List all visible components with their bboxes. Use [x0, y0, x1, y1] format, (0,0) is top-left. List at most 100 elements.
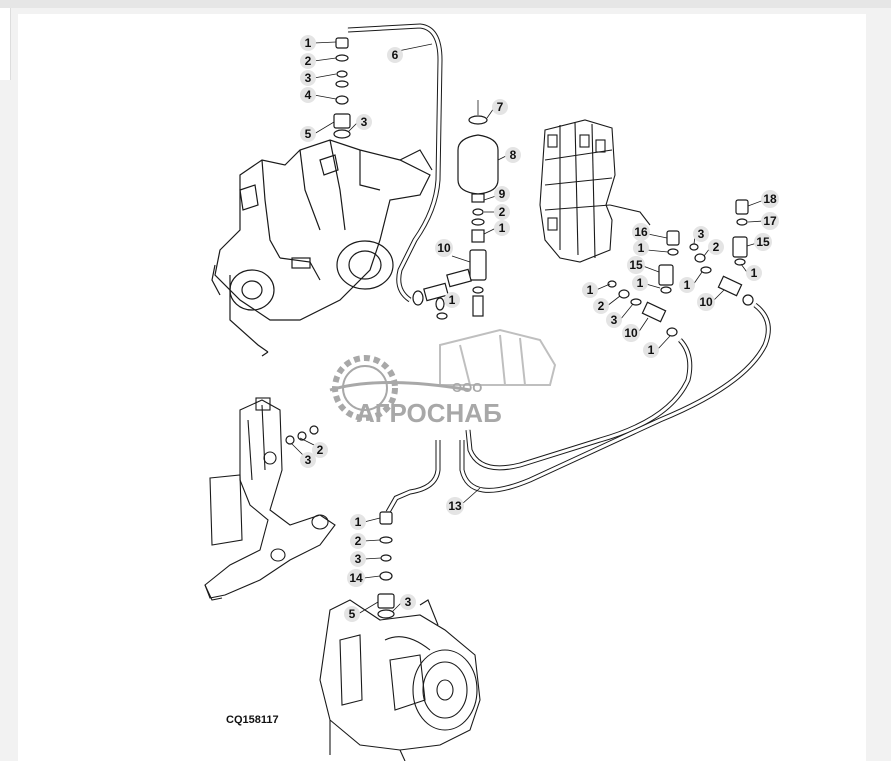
callout-label: 18: [763, 192, 777, 206]
callout-label: 1: [648, 343, 655, 357]
callout-label: 5: [305, 127, 312, 141]
callout-label: 1: [751, 266, 758, 280]
callout-label: 4: [305, 88, 312, 102]
callout-6: 6: [387, 47, 403, 63]
accumulator: [457, 100, 499, 317]
callout-label: 10: [624, 326, 638, 340]
callout-label: 2: [713, 240, 720, 254]
top-strip: [0, 0, 891, 8]
watermark-brand: АГРОСНАБ: [356, 398, 502, 428]
callout-label: 1: [449, 293, 456, 307]
fitting-stack-upper: [333, 37, 351, 139]
callout-10: 10: [435, 239, 453, 257]
callout-label: 8: [510, 148, 517, 162]
callout-2: 2: [494, 204, 510, 220]
callout-circle: [593, 298, 609, 314]
callout-label: 15: [756, 235, 770, 249]
callout-3: 3: [300, 70, 316, 86]
callout-1: 1: [350, 514, 366, 530]
callout-label: 2: [598, 299, 605, 313]
callout-label: 3: [611, 313, 618, 327]
callout-4: 4: [300, 87, 316, 103]
callout-3: 3: [350, 551, 366, 567]
axle-pivot-assembly: [211, 139, 433, 357]
watermark-company-form: ООО: [452, 380, 482, 395]
tractor-icon: [439, 328, 557, 386]
callout-circle: [356, 114, 372, 130]
callout-circle: [582, 282, 598, 298]
callout-13: 13: [446, 497, 464, 515]
callout-1: 1: [643, 342, 659, 358]
fittings-lower-left: [285, 425, 319, 457]
watermark: ООО АГРОСНАБ: [329, 328, 557, 428]
callout-10: 10: [697, 293, 715, 311]
callout-7: 7: [492, 99, 508, 115]
callout-circle: [444, 292, 460, 308]
tee-fitting-center: [412, 268, 472, 320]
hose-6: [347, 23, 443, 303]
callout-2: 2: [350, 533, 366, 549]
callout-label: 3: [355, 552, 362, 566]
callout-label: 3: [698, 227, 705, 241]
callout-3: 3: [356, 114, 372, 130]
callout-1: 1: [633, 240, 649, 256]
callout-circle: [622, 324, 640, 342]
callout-label: 2: [499, 205, 506, 219]
callout-label: 3: [305, 453, 312, 467]
callout-label: 15: [629, 258, 643, 272]
callout-3: 3: [693, 226, 709, 242]
callout-label: 1: [684, 278, 691, 292]
callout-circle: [633, 240, 649, 256]
callout-circle: [505, 147, 521, 163]
callout-1: 1: [582, 282, 598, 298]
callout-1: 1: [444, 292, 460, 308]
callout-2: 2: [708, 239, 724, 255]
callout-circle: [693, 226, 709, 242]
callout-15: 15: [627, 256, 645, 274]
fitting-stack-lower: [377, 511, 395, 619]
callout-circle: [494, 186, 510, 202]
callout-label: 3: [305, 71, 312, 85]
callout-circle: [300, 35, 316, 51]
callout-circle: [697, 293, 715, 311]
callout-label: 17: [763, 214, 777, 228]
callout-circle: [494, 204, 510, 220]
callout-circle: [300, 452, 316, 468]
callout-2: 2: [300, 53, 316, 69]
callout-circle: [761, 212, 779, 230]
callout-label: 10: [437, 241, 451, 255]
callout-circle: [761, 190, 779, 208]
callout-8: 8: [505, 147, 521, 163]
callout-5: 5: [300, 126, 316, 142]
callout-5: 5: [344, 606, 360, 622]
callout-circle: [435, 239, 453, 257]
callout-label: 14: [349, 571, 363, 585]
hose-13: [459, 303, 771, 505]
callout-circle: [347, 569, 365, 587]
callout-label: 1: [587, 283, 594, 297]
callout-18: 18: [761, 190, 779, 208]
callout-circle: [312, 442, 328, 458]
callout-label: 10: [699, 295, 713, 309]
callout-label: 9: [499, 187, 506, 201]
callout-circle: [350, 551, 366, 567]
callout-circle: [300, 70, 316, 86]
callout-circle: [344, 606, 360, 622]
callout-circle: [754, 233, 772, 251]
callout-label: 1: [637, 276, 644, 290]
callout-3: 3: [300, 452, 316, 468]
callout-label: 6: [392, 48, 399, 62]
callout-label: 1: [499, 221, 506, 235]
reference-code: CQ158117: [226, 714, 279, 726]
callout-label: 2: [305, 54, 312, 68]
callout-label: 16: [634, 225, 648, 239]
callout-label: 3: [405, 595, 412, 609]
callout-1: 1: [679, 277, 695, 293]
callout-circle: [300, 53, 316, 69]
callout-label: 1: [355, 515, 362, 529]
callout-circle: [350, 514, 366, 530]
callout-16: 16: [632, 223, 650, 241]
mounting-bracket: [204, 397, 336, 601]
